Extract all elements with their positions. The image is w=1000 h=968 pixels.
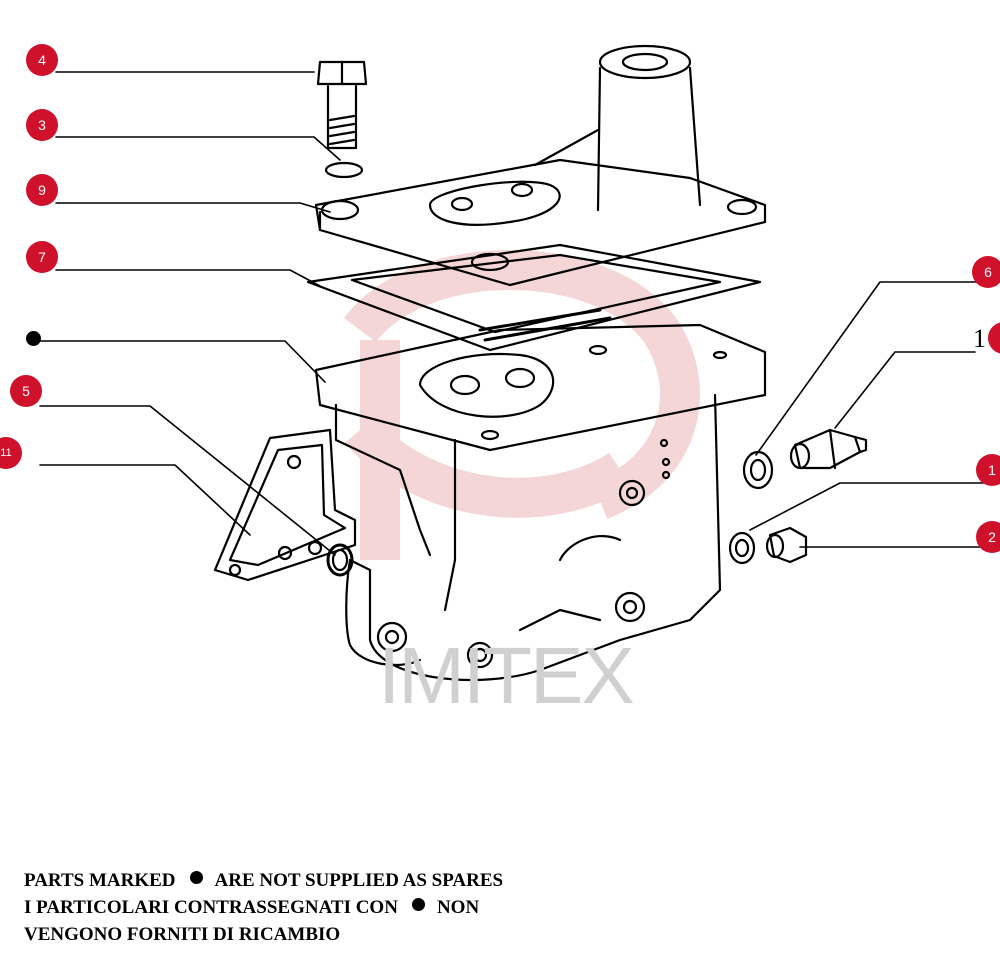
- note-line-3: VENGONO FORNITI DI RICAMBIO: [24, 924, 341, 945]
- callout-10-edge-circle: [988, 322, 1000, 354]
- leader-lines: [39, 71, 986, 556]
- callout-3: 3: [26, 109, 58, 141]
- callout-10-partial: 1: [973, 324, 986, 353]
- note-line-1-start: PARTS MARKED: [24, 870, 176, 891]
- callout-6: 6: [972, 256, 1000, 288]
- brand-watermark-text: IMITEX: [378, 631, 635, 720]
- bolt-part: [316, 60, 368, 150]
- gasket-part: [306, 243, 762, 352]
- side-gasket-part: [213, 428, 357, 582]
- callout-4: 4: [26, 44, 58, 76]
- callout-2: 2: [976, 521, 1000, 553]
- callout-1: 1: [976, 454, 1000, 486]
- callout-7: 7: [26, 241, 58, 273]
- note-line-2-end: NON: [436, 897, 480, 918]
- note-line-1-end: ARE NOT SUPPLIED AS SPARES: [214, 870, 504, 891]
- note-line-1: PARTS MARKED ARE NOT SUPPLIED AS SPARES: [24, 870, 503, 892]
- note-bullet-icon: [189, 871, 203, 884]
- not-supplied-bullet-marker: [26, 331, 41, 346]
- washer-part: [728, 450, 774, 565]
- sensor-switch-part: [789, 428, 868, 470]
- o-ring-part: [326, 543, 354, 577]
- cover-plate-part: [314, 44, 767, 287]
- note-line-2: I PARTICOLARI CONTRASSEGNATI CON NON: [24, 897, 479, 919]
- main-housing-part: [314, 323, 767, 682]
- note-line-2-start: I PARTICOLARI CONTRASSEGNATI CON: [24, 897, 398, 918]
- note-bullet-icon: [411, 898, 425, 911]
- callout-11: 11: [0, 437, 22, 469]
- callout-5: 5: [10, 375, 42, 407]
- lock-washer-part: [324, 161, 364, 179]
- plug-part: [765, 526, 808, 564]
- background-logo-watermark: [344, 250, 700, 560]
- callout-9: 9: [26, 174, 58, 206]
